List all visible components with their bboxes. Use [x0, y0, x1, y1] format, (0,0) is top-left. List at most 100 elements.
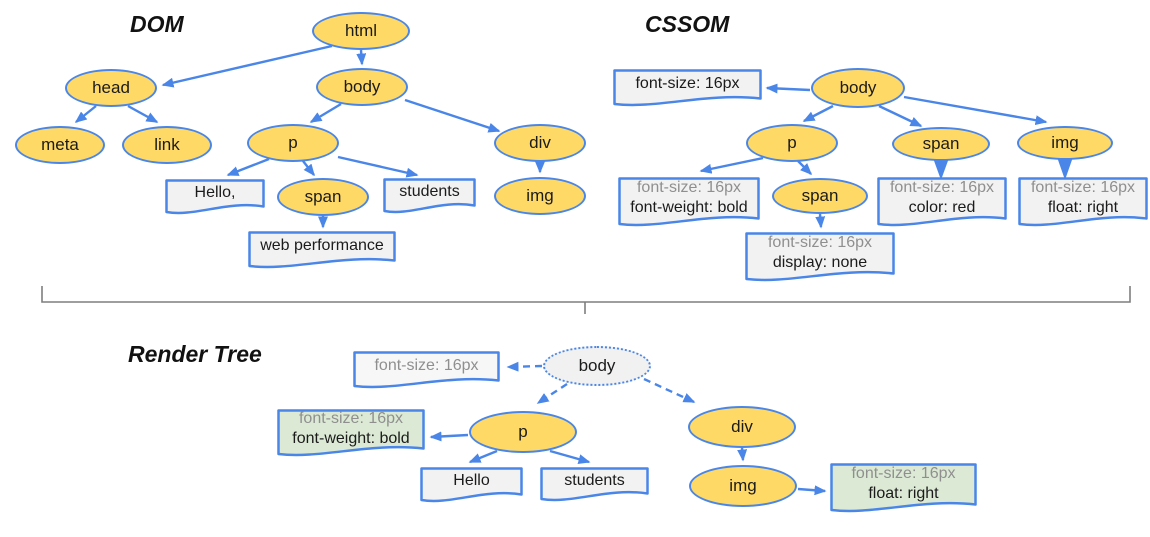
render-box-p-style: font-size: 16px font-weight: bold [277, 409, 425, 458]
document-shape [830, 463, 977, 513]
box-text-line: font-size: 16px [298, 410, 404, 427]
box-text-line: students [564, 471, 625, 489]
render-node-div: div [688, 406, 796, 448]
render-tree-title: Render Tree [128, 341, 262, 367]
box-text-line: font-size: 16px [851, 465, 956, 482]
cssom-span-style-pointer [933, 158, 949, 180]
arrow-cssom-body-p [802, 104, 834, 123]
box-text-line: Hello [453, 472, 490, 489]
dom-node-div: div [494, 124, 586, 162]
box-text-line: font-size: 16px [374, 357, 479, 374]
arrow-dom-body-p [309, 102, 342, 124]
arrow-dom-html-head [161, 44, 333, 88]
arrow-dom-head-meta [74, 105, 97, 123]
arrow-cssom-body-img [903, 95, 1048, 126]
box-text: font-size: 16px [613, 69, 762, 99]
node-label: img [1051, 133, 1079, 152]
cssom-img-style-pointer [1057, 157, 1073, 180]
cssom-title: CSSOM [645, 11, 730, 37]
dom-cssom-combine-bracket [41, 286, 1131, 314]
box-text-line: font-size: 16px [889, 179, 995, 196]
cssom-node-span: span [892, 127, 990, 161]
arrow-dom-p-span [302, 160, 315, 177]
box-text: font-size: 16px font-weight: bold [277, 409, 425, 449]
render-node-body: body [543, 346, 651, 386]
document-shape [383, 178, 476, 214]
node-label: body [343, 77, 381, 96]
render-box-body-style: font-size: 16px [353, 351, 500, 390]
node-label: span [304, 187, 342, 206]
box-text: font-size: 16px display: none [745, 232, 895, 274]
box-text-line: float: right [868, 485, 939, 502]
dom-box-webperf: web performance [248, 231, 396, 270]
node-label: body [839, 78, 877, 97]
box-text: font-size: 16px float: right [830, 463, 977, 505]
box-text-line: color: red [908, 199, 976, 216]
arrow-dom-p-hello [226, 157, 270, 177]
box-text-line: font-size: 16px [1030, 179, 1136, 196]
node-label: body [578, 356, 616, 375]
node-label: meta [41, 135, 79, 154]
dom-node-span: span [277, 178, 369, 216]
document-shape [618, 177, 760, 227]
box-text: Hello, [165, 179, 265, 207]
box-text-line: students [399, 183, 460, 200]
node-label: link [154, 135, 180, 154]
box-text-line: font-size: 16px [635, 75, 740, 92]
arrow-render-body-style [506, 361, 543, 372]
box-text-line: web performance [260, 237, 384, 254]
cssom-node-img: img [1017, 126, 1113, 160]
cssom-node-body: body [811, 68, 905, 108]
box-text-line: display: none [772, 254, 868, 271]
node-label: html [344, 21, 378, 40]
node-label: head [92, 78, 130, 97]
arrow-render-img-style [797, 485, 827, 496]
arrow-cssom-body-span [878, 104, 923, 128]
arrow-render-p-students [549, 449, 591, 464]
box-text-line: font-weight: bold [292, 430, 410, 447]
render-box-hello: Hello [420, 467, 523, 504]
box-text-line: font-size: 16px [636, 179, 742, 196]
node-label: img [729, 476, 757, 495]
dom-node-head: head [65, 69, 157, 107]
cssom-node-p: p [746, 124, 838, 162]
box-text: students [540, 467, 649, 494]
cssom-box-span-child-style: font-size: 16px display: none [745, 232, 895, 283]
arrow-render-p-style [429, 431, 469, 442]
arrow-cssom-body-style [765, 83, 811, 94]
dom-node-body: body [316, 68, 408, 106]
document-shape [248, 231, 396, 269]
box-text: Hello [420, 467, 523, 495]
document-shape [165, 179, 265, 215]
arrow-dom-html-body [356, 49, 367, 66]
node-label: p [787, 133, 797, 152]
node-label: div [731, 417, 753, 436]
arrow-dom-p-students [337, 155, 419, 178]
dom-title: DOM [130, 11, 184, 37]
document-shape [540, 467, 649, 502]
render-node-p: p [469, 411, 577, 453]
arrow-cssom-p-style [699, 156, 764, 174]
document-shape [745, 232, 895, 282]
dom-box-students: students [383, 178, 476, 215]
arrow-dom-body-div [404, 98, 501, 133]
dom-node-img: img [494, 177, 586, 215]
box-text: students [383, 178, 476, 206]
cssom-box-span-style: font-size: 16px color: red [877, 177, 1007, 228]
node-label: span [801, 186, 839, 205]
document-shape [353, 351, 500, 389]
document-shape [1018, 177, 1148, 227]
document-shape [277, 409, 425, 457]
dom-node-meta: meta [15, 126, 105, 164]
box-text: font-size: 16px [353, 351, 500, 381]
dom-box-hello: Hello, [165, 179, 265, 216]
box-text-line: font-size: 16px [767, 234, 873, 251]
render-node-img: img [689, 465, 797, 507]
arrow-cssom-span-style [815, 213, 826, 229]
